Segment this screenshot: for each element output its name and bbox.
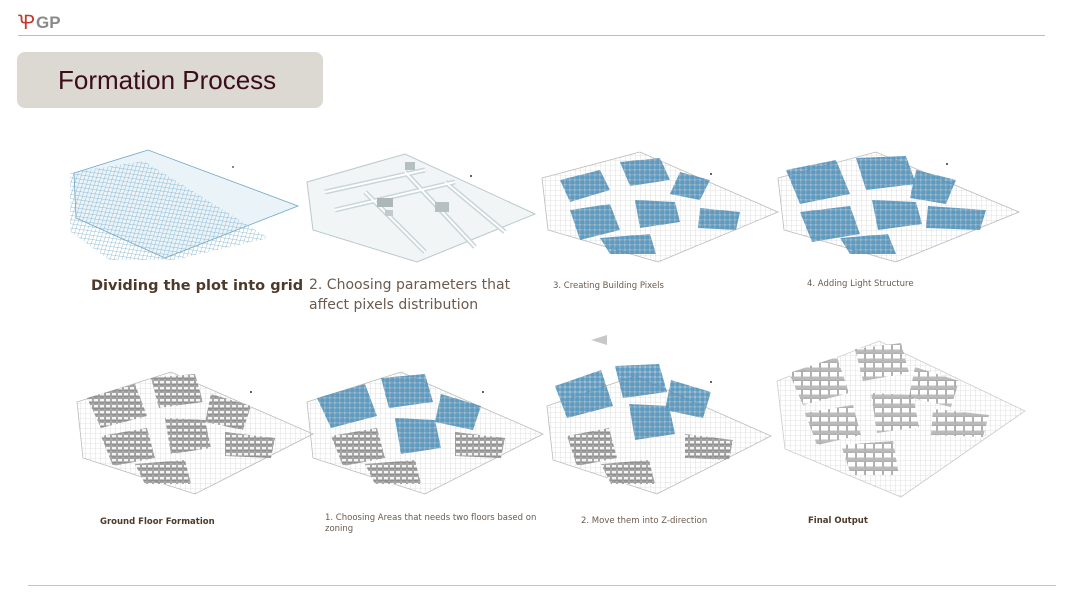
arrow-left-icon [591,335,607,345]
logo-mark-icon: Ꝕ [18,10,36,34]
figure-z-direction [545,362,775,496]
logo-text: GP [36,13,61,32]
figure-ground-floor [75,368,315,496]
bottom-divider [28,585,1056,586]
title-banner: Formation Process [17,52,323,108]
step-caption: Dividing the plot into grid [91,278,304,294]
figure-two-floor-areas [305,368,545,496]
page-title: Formation Process [58,64,277,95]
step-caption: Final Output [808,516,868,526]
figure-grid [70,148,300,260]
figure-building-pixels [540,150,780,265]
logo: Ꝕ GP [18,8,61,32]
figure-light-structure [776,150,1021,265]
step-caption: Ground Floor Formation [100,517,215,527]
figure-parameters [305,152,537,264]
step-caption: 2. Choosing parameters that affect pixel… [309,277,511,313]
top-divider [18,35,1045,36]
figure-final-output [775,335,1027,500]
step-caption: 3. Creating Building Pixels [553,281,664,291]
step-caption: 1. Choosing Areas that needs two floors … [325,513,537,534]
step-caption: 2. Move them into Z-direction [581,516,708,526]
step-caption: 4. Adding Light Structure [807,279,914,289]
